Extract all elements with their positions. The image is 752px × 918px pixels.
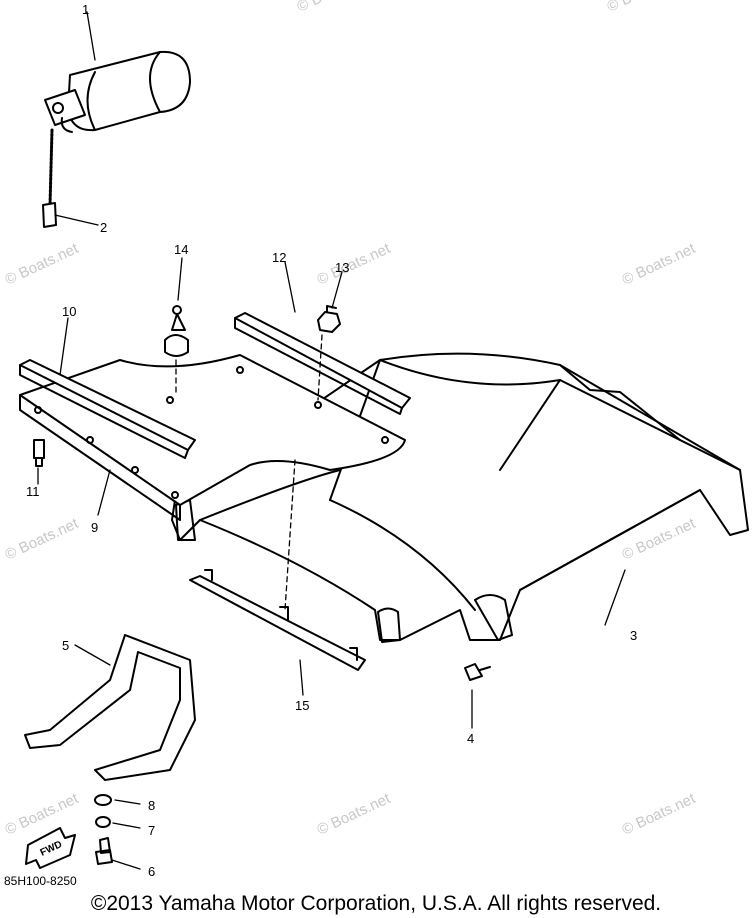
callouts: 1 2 3 4 5 6 7 8 9 10 11 12 13 14 15 [26,2,637,879]
part-9-plate [19,354,406,521]
watermark: © Boats.net [3,790,82,839]
watermark: © Boats.net [3,240,82,289]
part-7-washer [95,816,111,828]
callout-4: 4 [467,731,474,746]
copyright-notice: ©2013 Yamaha Motor Corporation, U.S.A. A… [90,892,662,915]
part-12-rail [234,312,411,415]
callout-1: 1 [82,2,89,17]
part-11-bolt [33,439,45,467]
callout-14: 14 [174,242,188,257]
callout-5: 5 [62,638,69,653]
watermark: © Boats.net [3,515,82,564]
callout-13: 13 [335,260,349,275]
callout-7: 7 [148,823,155,838]
part-2-chain-clip [42,128,57,228]
part-14-cap [164,305,189,357]
callout-9: 9 [91,520,98,535]
part-10-rail [19,359,196,459]
part-4-bolt [464,663,491,681]
part-13-nut [317,305,341,333]
watermark: © Boats.net [295,0,374,16]
part-15-strip [189,569,366,671]
callout-6: 6 [148,864,155,879]
watermark: © Boats.net [620,240,699,289]
part-6-bolt [95,837,113,865]
part-5-bracket [24,634,196,781]
drawing-code: 85H100-8250 [4,874,77,888]
fwd-arrow-icon: FWD [25,827,76,869]
callout-15: 15 [295,698,309,713]
part-8-collar [94,794,112,806]
callout-10: 10 [62,304,76,319]
watermark: © Boats.net [605,0,684,16]
watermark: © Boats.net [620,790,699,839]
callout-8: 8 [148,798,155,813]
callout-3: 3 [630,628,637,643]
callout-12: 12 [272,250,286,265]
leader-lines [37,11,626,870]
part-1-holder [44,50,191,133]
watermark: © Boats.net [315,790,394,839]
callout-11: 11 [26,484,40,499]
callout-2: 2 [100,220,107,235]
watermark: © Boats.net [315,240,394,289]
